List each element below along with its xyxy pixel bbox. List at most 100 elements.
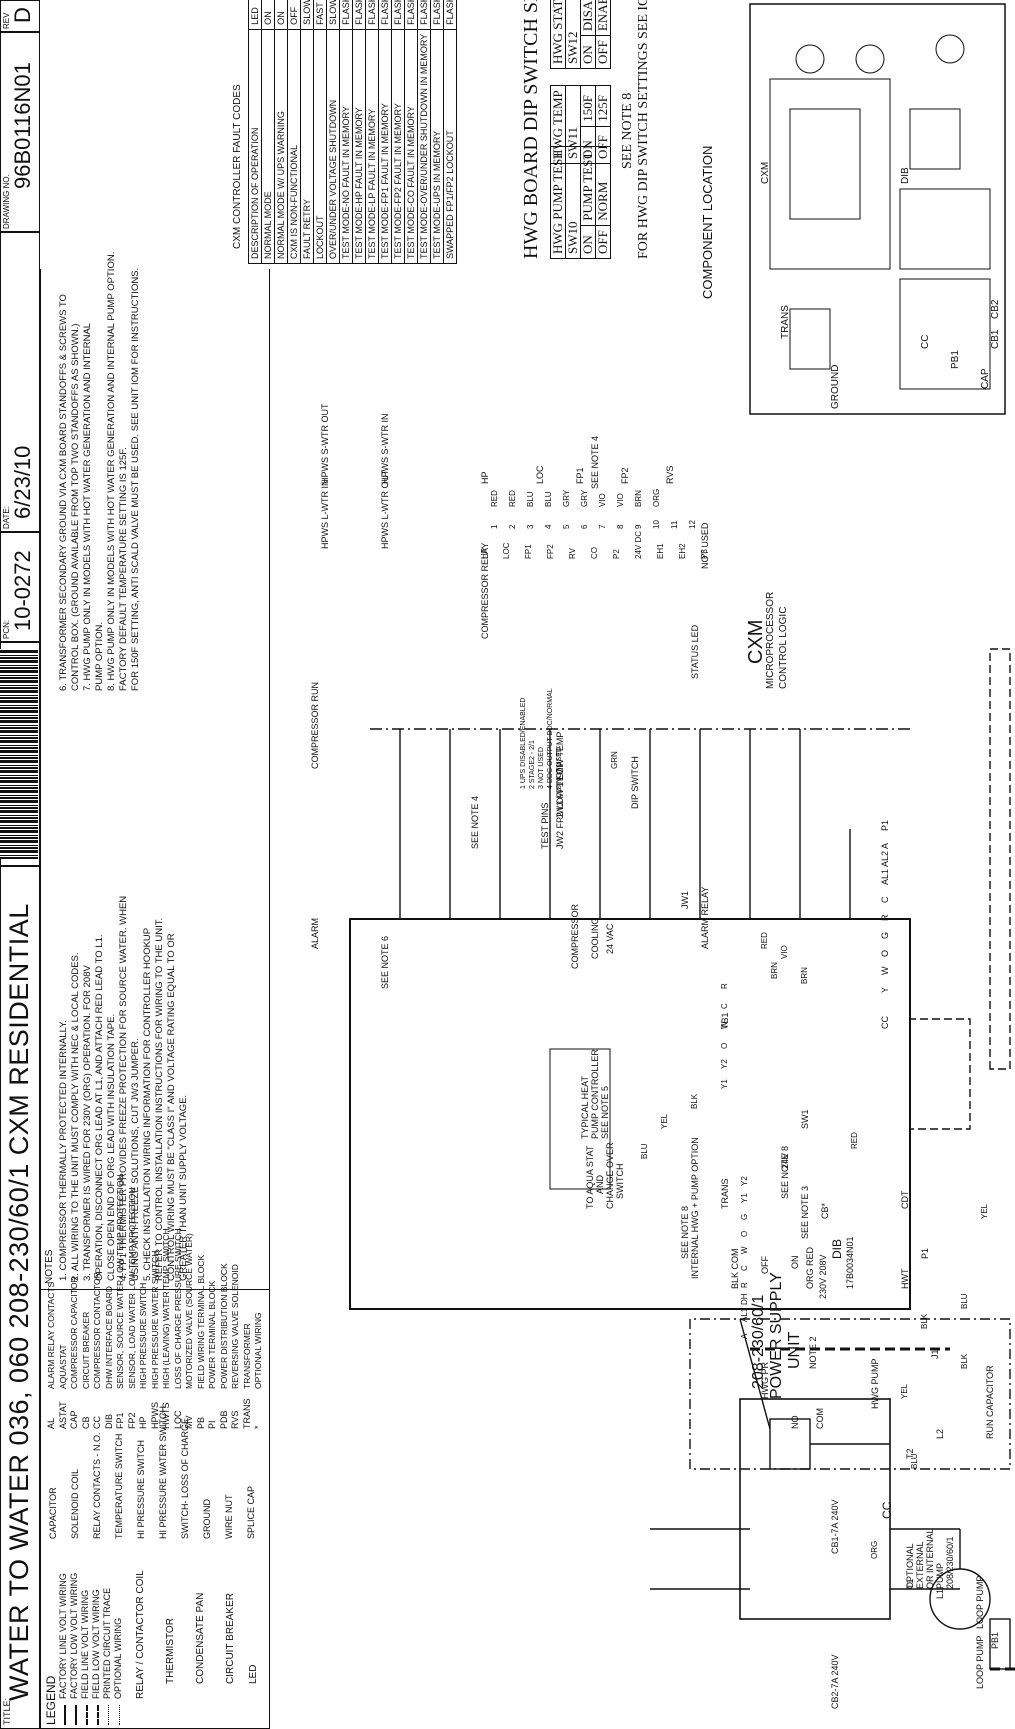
dib-right-terminal: Y2: [720, 1059, 729, 1069]
note-line: 4. FP1 THERMISTER PROVIDES FREEZE PROTEC…: [118, 895, 129, 1281]
wire-label: BRN: [770, 962, 779, 979]
legend-condensate: CONDENSATE PAN: [195, 1592, 206, 1684]
cxm-terminal-number: 9: [634, 524, 643, 529]
cxm-terminal-group: LOC: [502, 542, 511, 559]
dib-terminal-label: O: [740, 1230, 749, 1237]
cxm-terminal-group: FP2: [546, 544, 555, 559]
hwg-table-header: HWG TEMP: [550, 85, 566, 164]
page-title: WATER TO WATER 036, 060 208-230/60/1 CXM…: [4, 903, 34, 1701]
table-cell: ON: [274, 0, 288, 30]
dib-terminal-label: G: [740, 1213, 749, 1220]
table-cell: FAST FLASH: [313, 0, 327, 30]
wire-label: VIO: [780, 945, 789, 959]
compressor-run-label: COMPRESSOR RUN: [310, 681, 320, 769]
cxm-dip-label: 5 NOT USED: [556, 747, 563, 789]
optional-ext-2: EXTERNAL: [915, 1541, 925, 1589]
rvs-label: RVS: [665, 465, 675, 484]
run-cap-label: RUN CAPACITOR: [985, 1365, 995, 1439]
table-cell: LOCKOUT: [313, 29, 327, 264]
cc-label: CC: [880, 1501, 894, 1519]
legend-symbol-label: WIRE NUT: [224, 1494, 234, 1540]
dib-off: OFF: [760, 1256, 770, 1274]
sensor-wire-color: BLU: [544, 491, 553, 507]
wire-label: BLK: [690, 1093, 699, 1109]
hwg-note2: FOR HWG DIP SWITCH SETTINGS SEE IOM: [636, 0, 651, 259]
aqua-stat-1: TO AQUA STAT: [585, 1145, 595, 1209]
table-row: CXM IS NON-FUNCTIONALOFFOPEN: [287, 0, 301, 264]
cxm-dip-label: 1 UPS DISABLED/ENABLED: [520, 697, 527, 789]
cxm-terminal-label: R: [880, 914, 890, 922]
cxm-terminal-number: 1: [490, 524, 499, 529]
sensor-wire-color: BRN: [634, 490, 643, 507]
dib-part: 17B0034N01: [845, 1236, 855, 1289]
legend-abbrev-code: CC: [92, 1416, 102, 1429]
wire-label: RED: [850, 1132, 859, 1149]
note-line: 3. TRANSFORMER IS WIRED FOR 230V (ORG) O…: [82, 965, 93, 1281]
note-line: CONTROL WIRING MUST BE "CLASS I" AND VOL…: [166, 933, 177, 1281]
table-row: ONDISABLED: [580, 0, 596, 69]
fault-table-header: DESCRIPTION OF OPERATION: [248, 29, 262, 264]
note-line: GREATER THAN UNIT SUPPLY VOLTAGE.: [178, 1094, 189, 1281]
wire-label: YEL: [980, 1203, 989, 1219]
dib-terminal-label: AL1: [740, 1307, 749, 1322]
legend-abbrev-code: HP: [138, 1416, 148, 1429]
fp1-note-label: SEE NOTE 4: [590, 435, 600, 489]
sensor-wire-color: BLU: [526, 491, 535, 507]
cxm-terminal-label: G: [880, 931, 890, 939]
cxm-terminal-group: EH1: [656, 543, 665, 559]
alarm-label: ALARM: [310, 917, 320, 949]
loop-pump-label-2: LOOP PUMP: [975, 1635, 985, 1689]
table-row: TEST MODE-UPS IN MEMORYFLASHING CODE 8CY…: [430, 0, 444, 264]
optional-ext-4: PUMP: [935, 1562, 945, 1589]
org-red-label: ORG RED: [805, 1246, 815, 1289]
sensor-wire-color: ORG: [652, 488, 661, 507]
cxm-terminal-label: W: [880, 966, 890, 976]
legend-wire-label: FACTORY LINE VOLT WIRING: [58, 1573, 68, 1699]
note-line: 2. ALL WIRING TO THE UNIT MUST COMPLY WI…: [70, 952, 81, 1281]
aqua-stat-3: CHANGE OVER: [605, 1142, 615, 1209]
table-cell: TEST MODE-CO FAULT IN MEMORY: [404, 29, 418, 264]
dib-terminal-label: R: [740, 1282, 749, 1288]
cxm-terminal-number: 11: [670, 520, 679, 529]
wire-label: BRN: [800, 967, 809, 984]
cxm-terminal-number: 2: [508, 524, 517, 529]
table-cell: OFF: [595, 126, 611, 164]
legend-abbrev-text: COMPRESSOR CAPACITOR: [69, 1276, 79, 1389]
legend-abbrev-code: HWTS: [161, 1402, 171, 1430]
table-cell: 150F: [580, 85, 596, 127]
wire-label: BLU: [960, 1293, 969, 1309]
table-row: LOCKOUTFAST FLASHCLOSED: [313, 0, 327, 264]
legend-abbrev-code: TRANS: [241, 1398, 252, 1429]
trans-label: TRANS: [720, 1178, 730, 1209]
barcode: [0, 649, 38, 859]
power-supply-line3: UNIT: [786, 1331, 803, 1369]
note-line: FACTORY DEFAULT TEMPERATURE SETTING IS 1…: [118, 447, 129, 691]
table-cell: FLASHING CODE 9: [443, 0, 457, 30]
legend-abbrev-text: DHW INTERFACE BOARD: [103, 1286, 114, 1389]
loc-cxm: CXM: [760, 161, 771, 184]
table-row: FAULT RETRYSLOW FLASHOPEN: [300, 0, 314, 264]
legend-relay: RELAY / CONTACTOR COIL: [135, 1570, 146, 1699]
cxm-terminal-number: 3: [526, 524, 535, 529]
dib-cdt: CDT: [900, 1190, 910, 1210]
hwg-table-header: HWG STATUS: [550, 0, 566, 69]
legend-symbol-label: GROUND: [202, 1499, 212, 1539]
table-row: TEST MODE-LP FAULT IN MEMORYFLASHING COD…: [365, 0, 379, 264]
table-cell: FLASHING CODE 7: [417, 0, 431, 30]
aqua-stat-4: SWITCH: [615, 1163, 625, 1200]
table-cell: FLASHING CODE 2: [352, 0, 366, 30]
hpws-out-label: HPWS S-WTR OUT: [320, 403, 330, 485]
table-cell: ON: [580, 225, 596, 259]
cxm-terminal-label: O: [880, 949, 890, 957]
wiring-schematic: [349, 648, 1015, 1671]
alarm-relay-label: ALARM RELAY: [700, 886, 710, 949]
dib-hwt: HWT: [900, 1268, 910, 1290]
dib-terminal-label: A: [740, 1333, 749, 1339]
fp1-label: FP1: [575, 467, 585, 484]
table-cell: NORMAL MODE: [261, 29, 275, 264]
legend-wire-label: FIELD LINE VOLT WIRING: [80, 1589, 90, 1699]
table-row: SWAPPED FP1/FP2 LOCKOUTFLASHING CODE 9CY…: [443, 0, 457, 264]
cc-label-2: CC: [880, 1016, 890, 1029]
blk-com-label: BLK COM: [730, 1248, 740, 1289]
